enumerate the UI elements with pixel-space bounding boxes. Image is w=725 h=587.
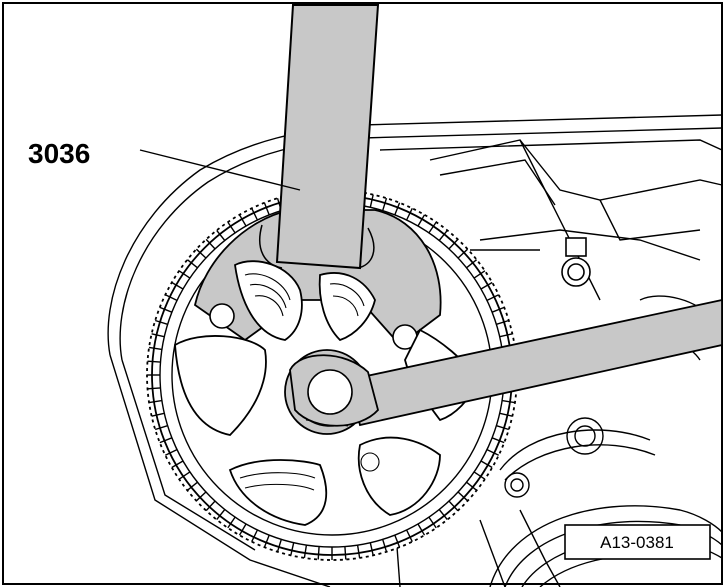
sprocket-tooth — [151, 333, 165, 338]
sprocket-tooth — [496, 319, 510, 325]
sprocket-tooth — [486, 448, 500, 456]
tool-3036-bar — [275, 4, 380, 270]
sprocket-tooth — [263, 534, 270, 548]
sprocket-tooth — [251, 207, 259, 221]
sprocket-tooth — [438, 509, 448, 521]
callout-leader-line — [139, 149, 301, 191]
sprocket-tooth — [148, 346, 163, 351]
sprocket-tooth — [171, 281, 184, 290]
sprocket-tooth — [480, 460, 493, 469]
sprocket-tooth — [195, 248, 207, 259]
sprocket-tooth — [466, 481, 478, 491]
sprocket-tooth — [164, 294, 178, 302]
sprocket-tooth — [238, 214, 247, 227]
sprocket-tooth — [164, 448, 178, 456]
sprocket-tooth — [147, 360, 161, 363]
window-shading — [239, 273, 380, 491]
sprocket-tooth — [171, 460, 184, 469]
sprocket-tooth — [448, 238, 459, 250]
sprocket-tooth — [417, 214, 426, 227]
sprocket-tooth — [486, 294, 500, 302]
sprocket-tooth — [499, 412, 513, 417]
sprocket-tooth — [205, 500, 216, 512]
sprocket-tooth — [317, 546, 320, 560]
sprocket-tooth — [159, 306, 173, 313]
sprocket-tooth — [457, 248, 469, 259]
sprocket-tooth — [417, 523, 426, 536]
sprocket-tooth — [369, 542, 374, 556]
sprocket-tooth — [216, 229, 226, 241]
sprocket-tooth — [496, 425, 510, 431]
sprocket-tooth — [356, 544, 361, 559]
sprocket-tooth — [290, 542, 295, 556]
sprocket-tooth — [186, 481, 198, 491]
sprocket-tooth — [178, 270, 191, 279]
sprocket-tooth — [227, 221, 236, 234]
sprocket-tooth — [405, 207, 413, 221]
sprocket-tooth — [473, 471, 486, 480]
housing-bolt — [561, 237, 591, 287]
sprocket-tooth — [205, 238, 216, 250]
sprocket-tooth — [438, 229, 448, 241]
sprocket-tooth — [154, 425, 168, 431]
sprocket-tooth — [382, 539, 388, 553]
sprocket-tooth — [491, 306, 505, 313]
reference-code-box: A13-0381 — [564, 524, 711, 560]
sprocket-tooth — [147, 387, 161, 390]
sprocket-tooth — [238, 523, 247, 536]
sprocket-tooth — [303, 544, 308, 559]
sprocket-tooth — [276, 539, 282, 553]
sprocket-tooth — [195, 491, 207, 502]
callout-label-3036: 3036 — [28, 138, 90, 169]
reference-code: A13-0381 — [600, 533, 674, 552]
sprocket-tooth — [186, 259, 198, 269]
sprocket-tooth — [466, 259, 478, 269]
sprocket-tooth — [480, 281, 493, 290]
sprocket-tooth — [448, 500, 459, 512]
sprocket-tooth — [344, 546, 347, 560]
sprocket-tooth — [369, 194, 374, 208]
sprocket-tooth — [151, 412, 165, 417]
sprocket-tooth — [501, 399, 516, 404]
sprocket-tooth — [154, 319, 168, 325]
sprocket-tooth — [216, 509, 226, 521]
sprocket-tooth — [457, 491, 469, 502]
sprocket-tooth — [428, 516, 437, 529]
sprocket-tooth — [394, 202, 401, 216]
sprocket-tooth — [227, 516, 236, 529]
sprocket-tooth — [251, 529, 259, 543]
sprocket-tooth — [178, 471, 191, 480]
sprocket-tooth — [394, 534, 401, 548]
sprocket-tooth — [382, 197, 388, 211]
wrench-handle — [289, 298, 723, 427]
sprocket-tooth — [405, 529, 413, 543]
sprocket-tooth — [263, 202, 270, 216]
sprocket-tooth — [491, 437, 505, 444]
sprocket-tooth — [159, 437, 173, 444]
sprocket-tooth — [428, 221, 437, 234]
sprocket-tooth — [499, 333, 513, 338]
sprocket-tooth — [473, 270, 486, 279]
sprocket-tooth — [148, 399, 163, 404]
